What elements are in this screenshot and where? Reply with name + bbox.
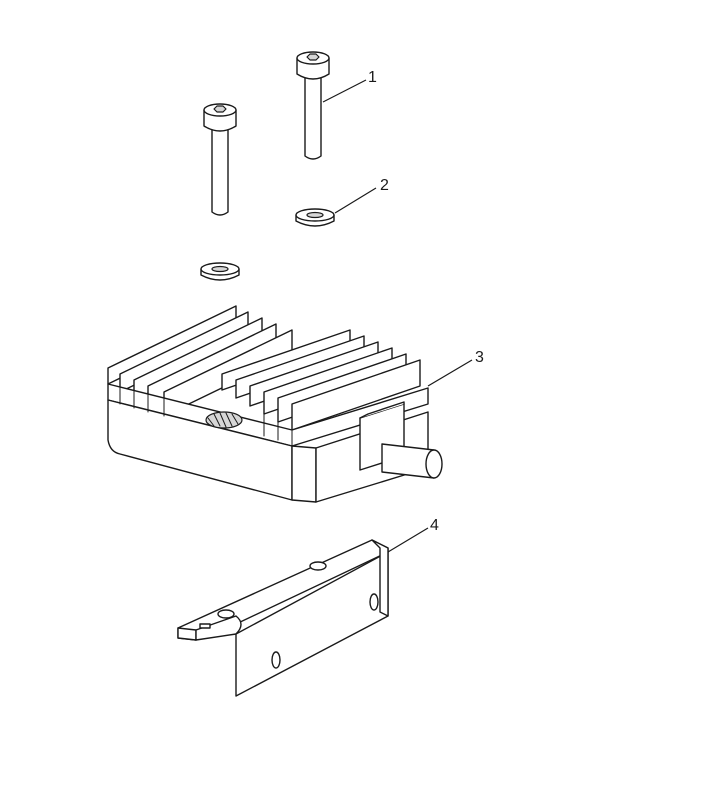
- leader-line-2: [334, 187, 377, 214]
- cap-screw-right: [296, 51, 330, 160]
- callout-3: 3: [475, 349, 484, 366]
- callout-4: 4: [430, 517, 439, 534]
- callout-1: 1: [368, 69, 377, 86]
- leader-line-4: [387, 527, 429, 553]
- mounting-bracket: [177, 539, 389, 697]
- leader-line-3: [427, 359, 473, 387]
- callout-2: 2: [380, 177, 389, 194]
- washer-right: [295, 208, 335, 227]
- leader-line-1: [322, 79, 367, 103]
- cap-screw-left: [203, 103, 237, 216]
- regulator-heatsink: [107, 305, 443, 503]
- washer-left: [200, 262, 240, 281]
